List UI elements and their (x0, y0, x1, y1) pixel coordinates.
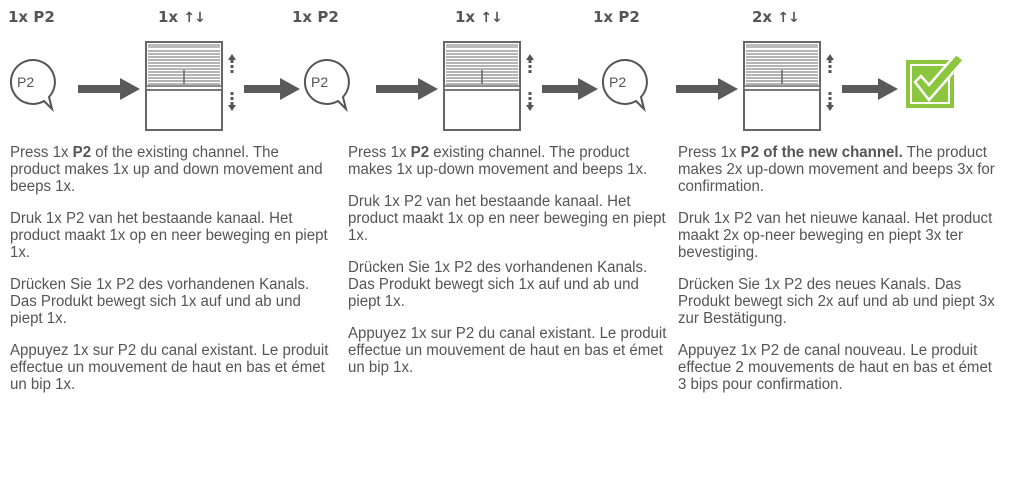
instruction-fr: Appuyez 1x P2 de canal nouveau. Le produ… (678, 342, 992, 393)
up-down-arrows-icon: ↑↓ (480, 10, 502, 26)
step2-press-label: 1x P2 (292, 8, 339, 26)
step2-move-label: 1x ↑↓ (455, 8, 503, 26)
step1-press-label: 1x P2 (8, 8, 55, 26)
instruction-en: Press 1x P2 of the new channel. The prod… (678, 144, 995, 195)
instruction-nl: Druk 1x P2 van het bestaande kanaal. Het… (348, 193, 666, 244)
instructions-column-3: Press 1x P2 of the new channel. The prod… (678, 144, 1008, 408)
instruction-de: Drücken Sie 1x P2 des vorhandenen Kanals… (10, 276, 310, 327)
instruction-fr: Appuyez 1x sur P2 du canal existant. Le … (10, 342, 329, 393)
right-arrow-icon (78, 78, 140, 105)
step1-move-label: 1x ↑↓ (158, 8, 206, 26)
instruction-en: Press 1x P2 of the existing channel. The… (10, 144, 323, 195)
blind-icon (442, 40, 542, 137)
step3-move-label: 2x ↑↓ (752, 8, 800, 26)
right-arrow-icon (842, 78, 898, 105)
remote-bubble-icon: P2 (598, 56, 652, 117)
right-arrow-icon (676, 78, 738, 105)
instruction-fr: Appuyez 1x sur P2 du canal existant. Le … (348, 325, 667, 376)
remote-bubble-icon: P2 (300, 56, 354, 117)
right-arrow-icon (542, 78, 598, 105)
step3-press-label: 1x P2 (593, 8, 640, 26)
right-arrow-icon (376, 78, 438, 105)
instruction-nl: Druk 1x P2 van het bestaande kanaal. Het… (10, 210, 328, 261)
instruction-de: Drücken Sie 1x P2 des neues Kanals. Das … (678, 276, 995, 327)
blind-icon (742, 40, 842, 137)
checkmark-icon (904, 52, 968, 115)
instructions-column-2: Press 1x P2 existing channel. The produc… (348, 144, 678, 391)
instructions-column-1: Press 1x P2 of the existing channel. The… (10, 144, 340, 408)
instruction-en: Press 1x P2 existing channel. The produc… (348, 144, 648, 178)
up-down-arrows-icon: ↑↓ (183, 10, 205, 26)
instruction-de: Drücken Sie 1x P2 des vorhandenen Kanals… (348, 259, 648, 310)
remote-bubble-icon: P2 (6, 56, 60, 117)
right-arrow-icon (244, 78, 300, 105)
up-down-arrows-icon: ↑↓ (777, 10, 799, 26)
instruction-nl: Druk 1x P2 van het nieuwe kanaal. Het pr… (678, 210, 993, 261)
blind-icon (144, 40, 244, 137)
